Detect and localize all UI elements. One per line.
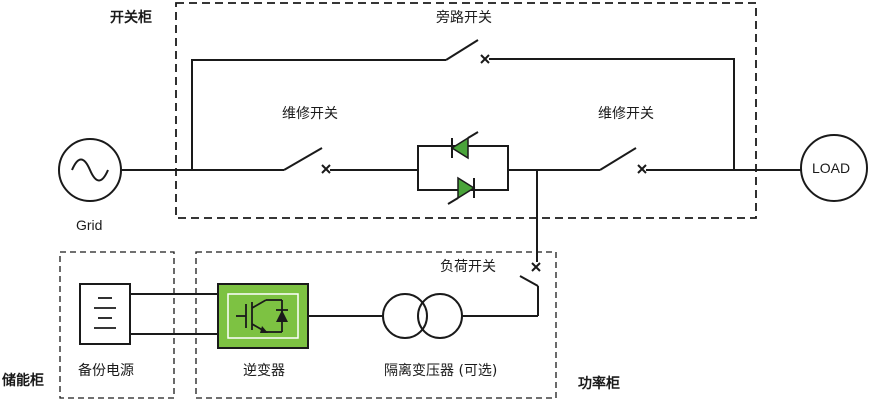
- maintenance-switch-left-label: 维修开关: [282, 106, 338, 122]
- power-cabinet-boundary: [195, 251, 557, 399]
- backup-power-label: 备份电源: [78, 362, 134, 379]
- load-switch-label: 负荷开关: [440, 259, 496, 275]
- backup-power-unit: [79, 283, 131, 345]
- maintenance-switch-right-label: 维修开关: [598, 106, 654, 122]
- grid-source: [58, 138, 122, 202]
- load-switch: [519, 262, 541, 316]
- power-cabinet-label: 功率柜: [578, 375, 620, 392]
- storage-cabinet-label: 储能柜: [1, 372, 44, 389]
- isolation-transformer: [382, 293, 463, 339]
- switch-cabinet-boundary: [175, 2, 757, 219]
- static-switch-thyristors: [417, 131, 509, 205]
- inverter-label: 逆变器: [243, 363, 285, 379]
- grid-label: Grid: [76, 217, 102, 233]
- switch-cabinet-label: 开关柜: [110, 9, 152, 26]
- load-label: LOAD: [812, 160, 850, 176]
- bypass-switch-label: 旁路开关: [436, 9, 492, 26]
- maintenance-switch-right: [599, 147, 647, 174]
- maintenance-switch-left: [283, 147, 331, 174]
- inverter-block: [217, 283, 309, 349]
- isolation-transformer-label: 隔离变压器 (可选): [384, 362, 497, 379]
- bypass-switch: [445, 39, 490, 64]
- load-node: [800, 134, 868, 202]
